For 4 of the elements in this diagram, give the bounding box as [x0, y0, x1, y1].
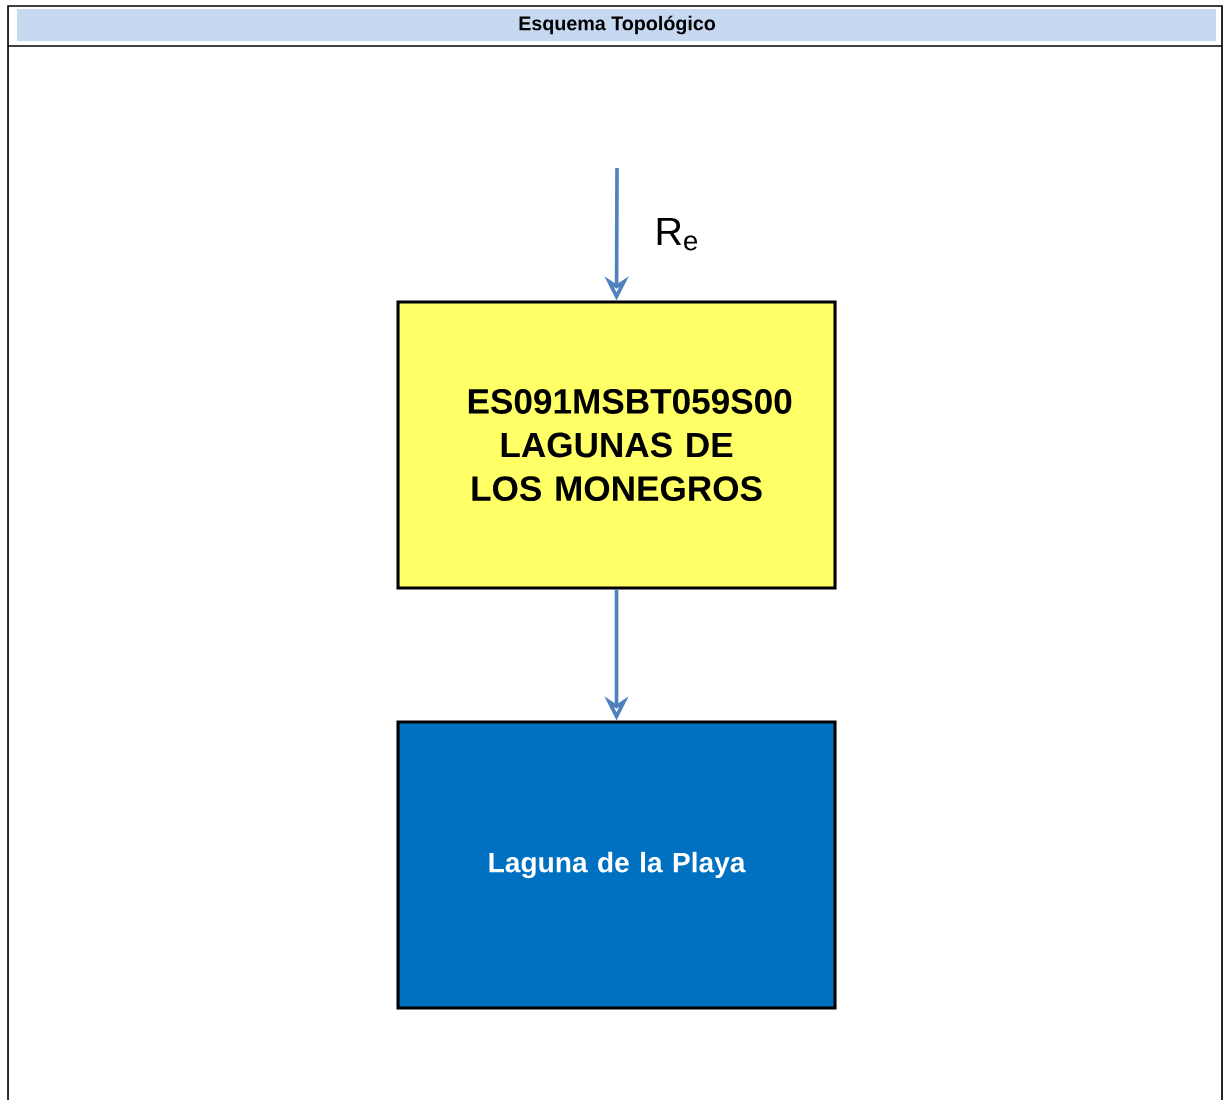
edge-label: R$_{e}$ — [657, 217, 698, 251]
header-band: Esquema Topológico — [17, 9, 1216, 41]
process-box: ES091MSBT059S00 LAGUNAS DE LOS MONEGROS — [396, 300, 837, 590]
process-box: Laguna de la Playa — [396, 720, 837, 1010]
